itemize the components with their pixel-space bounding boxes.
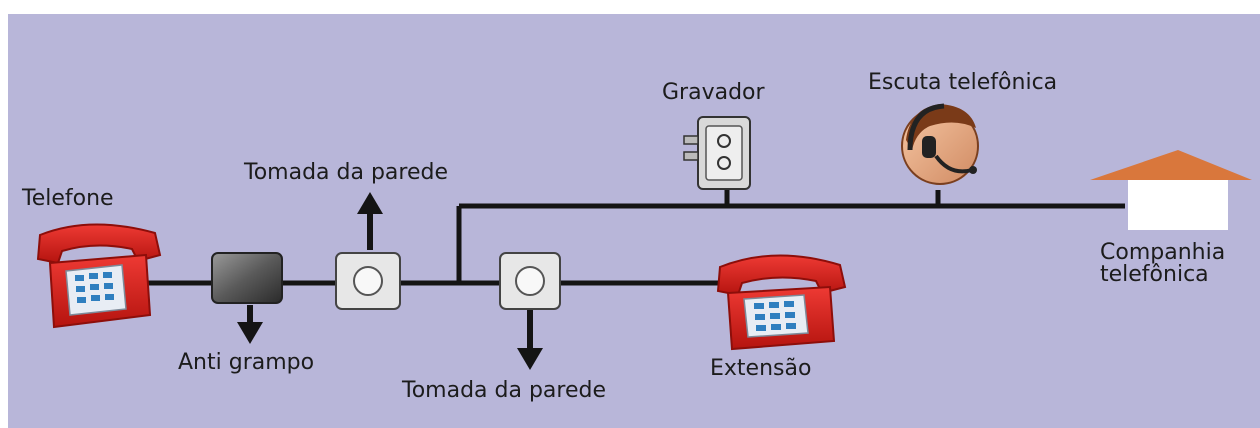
label-anti-grampo: Anti grampo xyxy=(178,350,315,375)
label-companhia: Companhia xyxy=(1100,240,1226,265)
label-gravador: Gravador xyxy=(662,80,765,105)
telephone-icon xyxy=(716,254,847,351)
diagram-panel xyxy=(8,14,1260,428)
headset-operator-icon xyxy=(901,103,979,185)
label-extensao: Extensão xyxy=(710,356,812,381)
wall-socket-icon xyxy=(335,252,401,310)
label-tomada-bottom: Tomada da parede xyxy=(402,378,606,403)
arrow-up-top-socket xyxy=(357,192,383,250)
label-escuta: Escuta telefônica xyxy=(868,70,1058,95)
label-telefone: Telefone xyxy=(22,186,114,211)
house-icon xyxy=(1090,150,1252,230)
label-tomada-top: Tomada da parede xyxy=(244,160,448,185)
wall-socket-icon xyxy=(499,252,561,310)
arrow-down-bottom-socket xyxy=(517,305,543,370)
recorder-icon xyxy=(683,116,751,190)
filter-box-icon xyxy=(211,252,283,304)
arrow-down-anti-grampo xyxy=(237,305,263,344)
telephone-icon xyxy=(36,223,162,329)
label-telefonica: telefônica xyxy=(1100,262,1209,287)
